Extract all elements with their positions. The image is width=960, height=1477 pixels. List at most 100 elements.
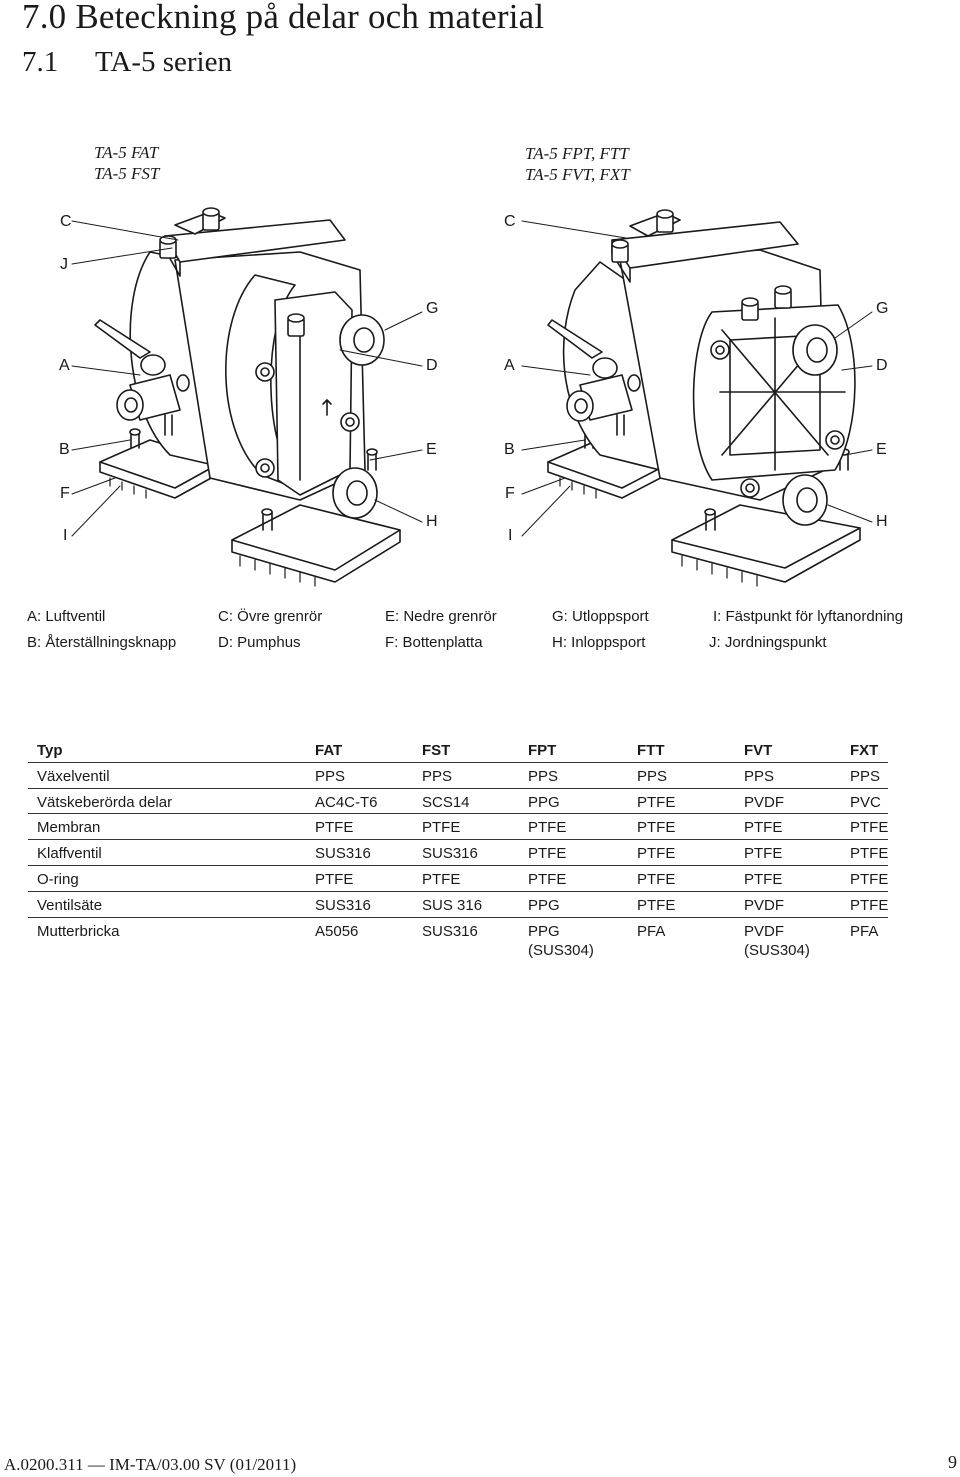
legend-a: A: Luftventil — [27, 608, 106, 625]
table-cell: PPS — [637, 767, 668, 785]
table-cell: PTFE — [850, 819, 889, 837]
table-cell: PPG — [528, 896, 560, 914]
legend-d: D: Pumphus — [218, 634, 301, 651]
caption-right-line1: TA-5 FPT, FTT — [525, 144, 629, 163]
table-cell: SCS14 — [422, 793, 470, 811]
header-fxt: FXT — [850, 742, 879, 759]
table-cell: PPS — [744, 767, 775, 785]
callout-e-right: E — [876, 441, 887, 458]
table-cell: PVDF — [744, 793, 785, 811]
table-cell: AC4C-T6 — [315, 793, 378, 811]
pump-right-drawing — [547, 209, 861, 587]
table-cell-extra: (SUS304) — [528, 941, 594, 959]
table-cell: PVDF — [744, 896, 785, 914]
legend-c: C: Övre grenrör — [218, 608, 323, 625]
table-cell: PTFE — [422, 870, 461, 888]
header-fat: FAT — [315, 742, 343, 759]
legend-j: J: Jordningspunkt — [709, 634, 827, 651]
table-cell: PPS — [315, 767, 346, 785]
table-row: Växelventil PPS PPS PPS PPS PPS PPS — [28, 763, 888, 789]
table-cell: SUS 316 — [422, 896, 483, 914]
callout-f-right: F — [505, 485, 515, 502]
header-typ: Typ — [37, 742, 63, 759]
callout-f-left: F — [60, 485, 70, 502]
table-cell: PTFE — [528, 870, 567, 888]
table-cell: PVDF — [744, 922, 785, 940]
section-heading: 7.0 Beteckning på delar och material — [22, 0, 544, 38]
legend-i: I: Fästpunkt för lyftanordning — [713, 608, 904, 625]
table-row: Ventilsäte SUS316 SUS 316 PPG PTFE PVDF … — [28, 892, 888, 918]
row-label: Vätskeberörda delar — [37, 793, 173, 811]
row-label: Mutterbricka — [37, 922, 120, 940]
table-cell: PPG — [528, 793, 560, 811]
table-cell: PTFE — [315, 819, 354, 837]
table-cell: PTFE — [850, 845, 889, 863]
legend-f: F: Bottenplatta — [385, 634, 483, 651]
table-row: Klaffventil SUS316 SUS316 PTFE PTFE PTFE… — [28, 840, 888, 866]
table-cell: PPG — [528, 922, 560, 940]
page-number: 9 — [948, 1452, 957, 1472]
callout-a-right: A — [504, 357, 515, 374]
legend-e: E: Nedre grenrör — [385, 608, 497, 625]
table-cell: PVC — [850, 793, 881, 811]
header-ftt: FTT — [637, 742, 665, 759]
header-fvt: FVT — [744, 742, 773, 759]
table-cell: PTFE — [422, 819, 461, 837]
legend-b: B: Återställningsknapp — [27, 634, 177, 651]
callout-g-right: G — [876, 300, 889, 317]
pump-drawings — [71, 207, 873, 587]
callout-h-left: H — [426, 513, 438, 530]
section-title: Beteckning på delar och material — [75, 0, 545, 36]
row-label: Växelventil — [37, 767, 110, 785]
table-row: O-ring PTFE PTFE PTFE PTFE PTFE PTFE — [28, 866, 888, 892]
table-cell: PTFE — [637, 896, 676, 914]
table-row: Membran PTFE PTFE PTFE PTFE PTFE PTFE — [28, 814, 889, 841]
table-row: Vätskeberörda delar AC4C-T6 SCS14 PPG PT… — [28, 789, 888, 815]
table-cell: PTFE — [744, 819, 783, 837]
table-cell: PPS — [850, 767, 881, 785]
caption-right-line2: TA-5 FVT, FXT — [525, 165, 630, 184]
table-cell: PTFE — [637, 845, 676, 863]
table-cell: PTFE — [637, 793, 676, 811]
pump-left-drawing — [94, 207, 401, 587]
table-cell-extra: (SUS304) — [744, 941, 810, 959]
callout-d-right: D — [876, 357, 888, 374]
table-cell: PTFE — [528, 845, 567, 863]
header-fpt: FPT — [528, 742, 557, 759]
table-cell: PTFE — [528, 819, 567, 837]
callout-h-right: H — [876, 513, 888, 530]
header-fst: FST — [422, 742, 451, 759]
document-code: A.0200.311 — IM-TA/03.00 SV (01/2011) — [4, 1455, 297, 1474]
subsection-number: 7.1 — [22, 46, 59, 78]
table-cell: PFA — [637, 922, 666, 940]
subsection-title: TA-5 serien — [95, 46, 232, 78]
table-cell: PTFE — [744, 845, 783, 863]
callout-i-right: I — [508, 527, 513, 544]
row-label: Klaffventil — [37, 845, 102, 863]
table-cell: PFA — [850, 922, 879, 940]
callout-i-left: I — [63, 527, 68, 544]
caption-left-line1: TA-5 FAT — [94, 143, 159, 162]
callout-c-left: C — [60, 213, 72, 230]
callout-leaders — [71, 220, 873, 537]
table-cell: PTFE — [744, 870, 783, 888]
callout-e-left: E — [426, 441, 437, 458]
callout-b-right: B — [504, 441, 515, 458]
callout-c-right: C — [504, 213, 516, 230]
table-row: Mutterbricka A5056 SUS316 PPG (SUS304) P… — [28, 918, 888, 967]
row-label: O-ring — [37, 870, 79, 888]
callout-b-left: B — [59, 441, 70, 458]
table-cell: SUS316 — [315, 896, 371, 914]
row-label: Membran — [37, 819, 101, 837]
legend-g: G: Utloppsport — [552, 608, 649, 625]
callout-a-left: A — [59, 357, 70, 374]
section-number: 7.0 — [22, 0, 67, 36]
table-header-row: Typ FAT FST FPT FTT FVT FXT — [28, 737, 888, 763]
table-cell: SUS316 — [422, 922, 478, 940]
table-cell: PTFE — [637, 819, 676, 837]
materials-table: Typ FAT FST FPT FTT FVT FXT Växelventil … — [28, 737, 888, 967]
legend-h: H: Inloppsport — [552, 634, 646, 651]
table-cell: SUS316 — [315, 845, 371, 863]
table-cell: PTFE — [637, 870, 676, 888]
callout-g-left: G — [426, 300, 439, 317]
